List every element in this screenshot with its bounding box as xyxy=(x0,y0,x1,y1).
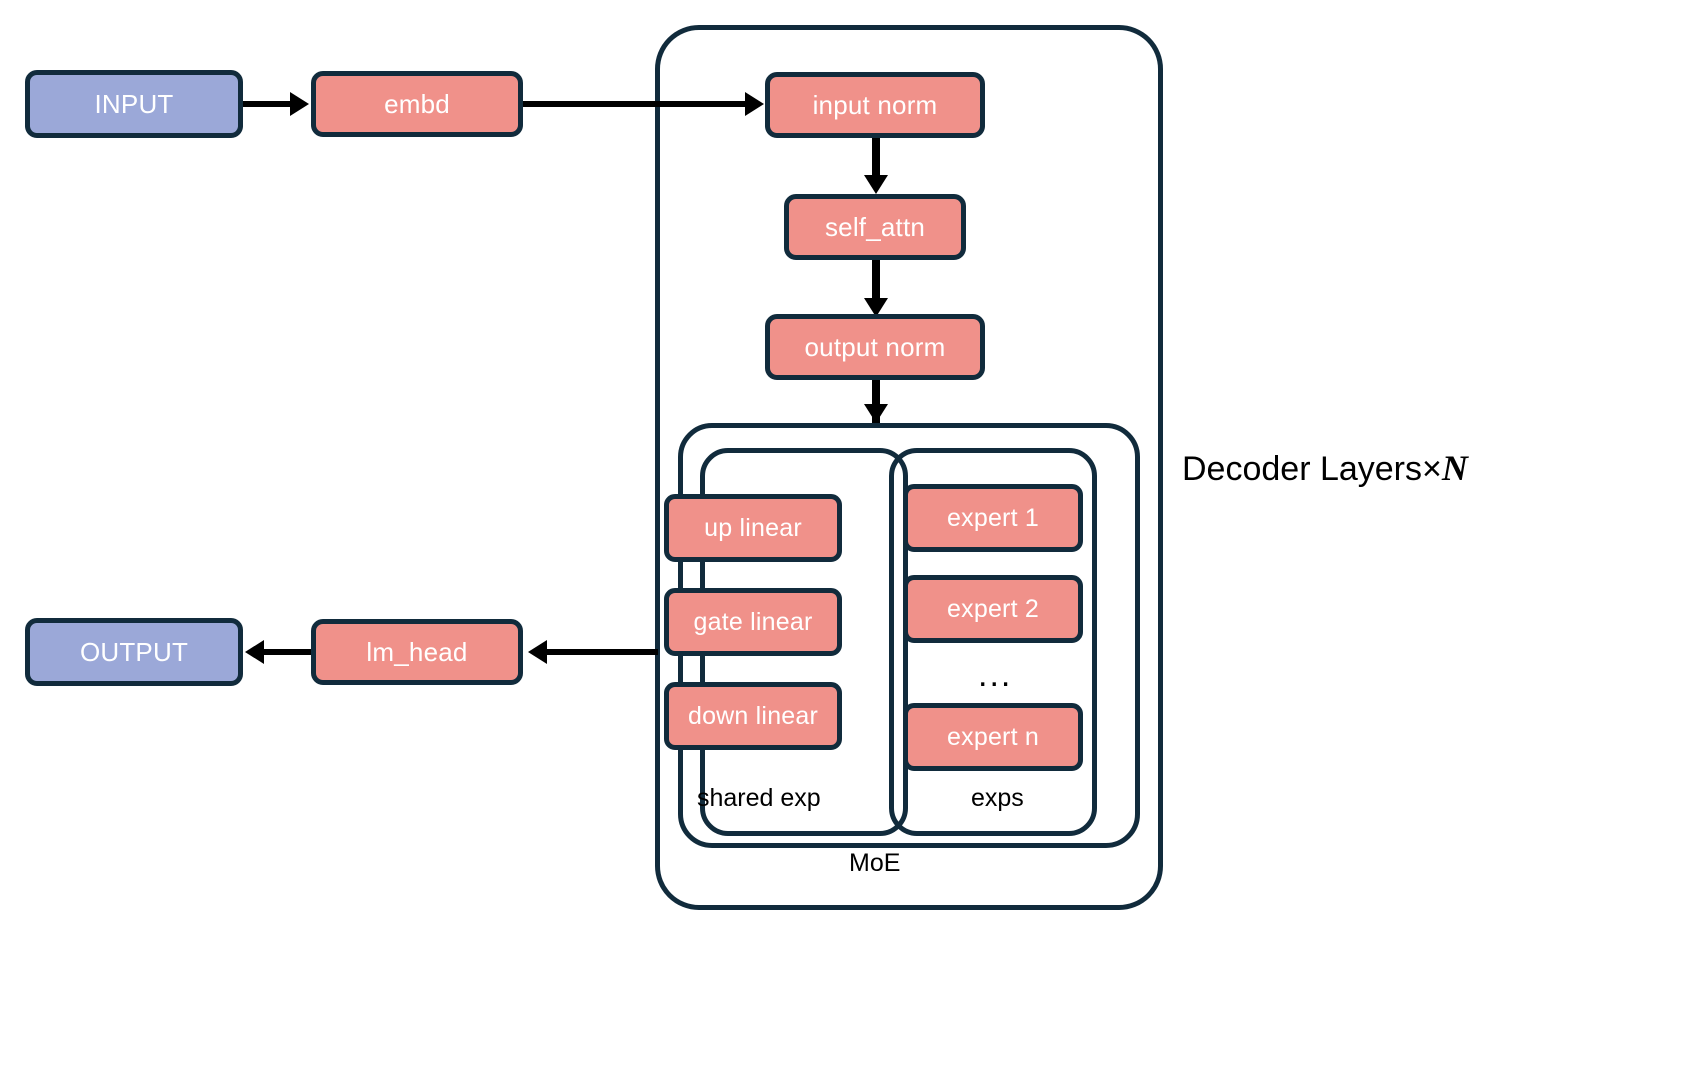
expert-1-node: expert 1 xyxy=(903,484,1083,552)
up-linear-node-box: up linear xyxy=(664,494,842,562)
input-norm-node: input norm xyxy=(765,72,985,138)
input-node: INPUT xyxy=(25,70,243,138)
output-norm-node-label: output norm xyxy=(804,332,946,362)
output-node: OUTPUT xyxy=(25,618,243,686)
decoder-layers-title: Decoder Layers×N xyxy=(1182,450,1468,486)
experts-group xyxy=(889,448,1097,836)
input-node-label: INPUT xyxy=(94,89,174,119)
connector-input-norm-to-self-attn xyxy=(872,138,880,182)
expert-n-node: expert n xyxy=(903,703,1083,771)
gate-linear-node-label: gate linear xyxy=(693,607,813,636)
moe-caption: MoE xyxy=(849,849,901,877)
gate-linear-node: gate linear xyxy=(664,588,842,656)
decoder-layer-container xyxy=(655,25,1163,910)
self-attn-node-label: self_attn xyxy=(824,212,926,242)
connector-self-attn-to-output-norm xyxy=(872,260,880,306)
down-linear-node: down linear xyxy=(664,682,842,750)
arrowhead-self-attn-to-output-norm xyxy=(864,298,888,317)
connector-lm-head-to-output xyxy=(262,649,311,655)
decoder-layers-title-prefix: Decoder Layers× xyxy=(1182,450,1442,488)
arrowhead-output-norm-to-moe xyxy=(864,404,888,423)
output-node-label: OUTPUT xyxy=(79,637,189,667)
embd-node: embd xyxy=(311,71,523,137)
up-linear-node-label: up linear xyxy=(704,513,802,542)
decoder-layers-count-variable: N xyxy=(1441,448,1468,488)
expert-2-node: expert 2 xyxy=(903,575,1083,643)
arrowhead-embd-to-input-norm xyxy=(745,92,764,116)
down-linear-node-label: down linear xyxy=(687,701,819,730)
shared-exp-caption: shared exp xyxy=(697,784,821,812)
lm-head-node: lm_head xyxy=(311,619,523,685)
connector-input-to-embd xyxy=(243,101,292,107)
arrowhead-lm-head-to-output xyxy=(245,640,264,664)
expert-ellipsis: ... xyxy=(978,656,1013,694)
input-norm-node-label: input norm xyxy=(812,90,938,120)
expert-2-node-label: expert 2 xyxy=(947,594,1039,623)
output-norm-node: output norm xyxy=(765,314,985,380)
embd-node-label: embd xyxy=(384,89,450,119)
connector-decoder-to-lm-head xyxy=(546,649,658,655)
expert-1-node-label: expert 1 xyxy=(947,503,1039,532)
self-attn-node: self_attn xyxy=(784,194,966,260)
expert-n-node-label: expert n xyxy=(947,722,1039,751)
connector-embd-to-input-norm xyxy=(523,101,753,107)
exps-caption: exps xyxy=(971,784,1024,812)
arrowhead-decoder-to-lm-head xyxy=(528,640,547,664)
arrowhead-input-to-embd xyxy=(290,92,309,116)
arrowhead-input-norm-to-self-attn xyxy=(864,175,888,194)
lm-head-node-label: lm_head xyxy=(366,637,468,667)
